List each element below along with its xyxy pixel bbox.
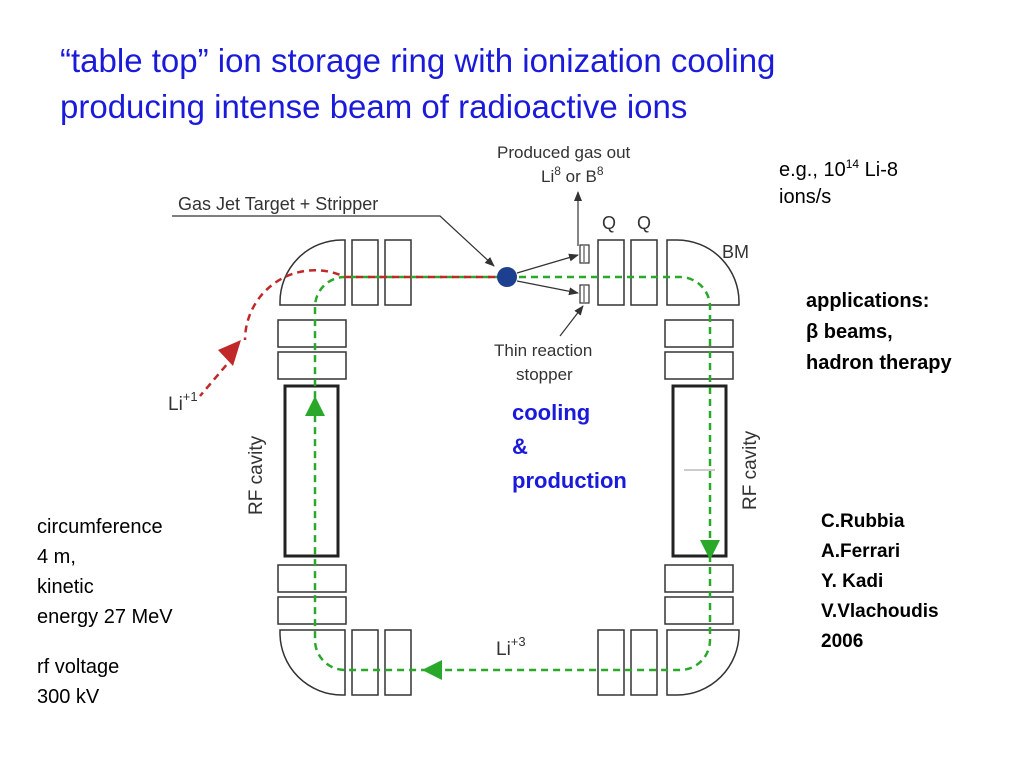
quadrupole-top-left-2 — [384, 239, 412, 306]
rf-cavity-right-label: RF cavity — [740, 430, 761, 510]
stored-beam-arrow-right — [700, 540, 720, 560]
quadrupole-bottom-right-1 — [597, 629, 625, 696]
quadrupole-top-right-1 — [597, 239, 625, 306]
rf-cavity-right — [671, 384, 728, 558]
thin-stopper-label-1: Thin reaction — [494, 341, 592, 360]
product-arrow-upper — [516, 253, 579, 274]
author-year: 2006 — [821, 631, 864, 652]
param-energy: energy 27 MeV — [37, 606, 173, 628]
cooling-line-1: cooling — [512, 400, 591, 425]
applications-note: applications: β beams, hadron therapy — [806, 286, 952, 379]
author-4: V.Vlachoudis — [821, 601, 939, 622]
injection-beam-path — [243, 269, 507, 341]
thin-stopper-label-2: stopper — [516, 365, 573, 384]
quadrupole-left-2 — [277, 351, 347, 380]
quadrupole-left-1 — [277, 319, 347, 348]
gas-jet-target — [497, 267, 517, 287]
example-yield-note: e.g., 1014 Li-8 ions/s — [779, 157, 898, 211]
author-3: Y. Kadi — [821, 571, 884, 592]
stored-beam-arrow-left — [305, 396, 325, 416]
quadrupole-bottom-left-1 — [351, 629, 379, 696]
title-line-2: producing intense beam of radioactive io… — [60, 88, 688, 125]
param-spacer — [37, 632, 173, 652]
quadrupole-right-4 — [664, 596, 734, 625]
quadrupole-left-3 — [277, 564, 347, 593]
param-circumference-value: 4 m, — [37, 546, 76, 568]
bending-magnet-label: BM — [722, 242, 749, 262]
bending-magnet-bottom-left — [279, 629, 346, 696]
li-plus3-label: Li+3 — [496, 634, 526, 660]
thin-stopper-pointer — [559, 305, 584, 337]
param-circumference: circumference — [37, 516, 163, 538]
cooling-line-3: production — [512, 468, 627, 493]
quadrupole-left-4 — [277, 596, 347, 625]
stored-beam-arrow-bottom — [422, 660, 442, 680]
slide-title: “table top” ion storage ring with ioniza… — [60, 38, 960, 130]
gas-jet-pointer — [172, 215, 495, 267]
quadrupole-top-right-2 — [630, 239, 658, 306]
bending-magnet-top-right — [666, 239, 740, 306]
li-plus1-label: Li+1 — [168, 389, 198, 415]
param-rf-voltage: rf voltage — [37, 656, 120, 678]
bending-magnet-bottom-right — [666, 629, 740, 696]
product-arrow-lower — [516, 280, 579, 296]
gas-jet-label: Gas Jet Target + Stripper — [178, 194, 378, 214]
example-yield-line-2: ions/s — [779, 186, 832, 208]
quadrupole-right-3 — [664, 564, 734, 593]
author-2: A.Ferrari — [821, 541, 901, 562]
injection-beam-arrow — [218, 340, 241, 366]
beta-symbol: β — [806, 321, 819, 343]
author-1: C.Rubbia — [821, 511, 905, 532]
authors-note: C.Rubbia A.Ferrari Y. Kadi V.Vlachoudis … — [821, 507, 939, 657]
title-line-1: “table top” ion storage ring with ioniza… — [60, 42, 776, 79]
quadrupole-label-2: Q — [637, 213, 651, 233]
applications-hadron-therapy: hadron therapy — [806, 352, 952, 374]
ring-parameters-note: circumference 4 m, kinetic energy 27 MeV… — [37, 512, 173, 712]
applications-beta-beams: β beams, — [806, 321, 893, 343]
quadrupole-label-1: Q — [602, 213, 616, 233]
stored-beam-path — [313, 275, 712, 672]
param-rf-voltage-value: 300 kV — [37, 686, 100, 708]
quadrupole-top-left-1 — [351, 239, 379, 306]
rf-cavity-left-label: RF cavity — [246, 435, 267, 515]
bending-magnet-top-left — [279, 239, 346, 306]
cooling-line-2: & — [512, 434, 528, 459]
quadrupole-bottom-right-2 — [630, 629, 658, 696]
cooling-production-note: cooling & production — [512, 396, 627, 498]
quadrupole-right-2 — [664, 351, 734, 380]
injection-beam-tail — [199, 355, 235, 397]
produced-isotopes-label: Li8 or B8 — [541, 164, 604, 186]
quadrupole-bottom-left-2 — [384, 629, 412, 696]
param-kinetic: kinetic — [37, 576, 94, 598]
quadrupole-right-1 — [664, 319, 734, 348]
applications-heading: applications: — [806, 290, 930, 312]
produced-label: Produced gas out — [497, 143, 631, 162]
example-yield-line-1: e.g., 1014 Li-8 — [779, 157, 898, 181]
